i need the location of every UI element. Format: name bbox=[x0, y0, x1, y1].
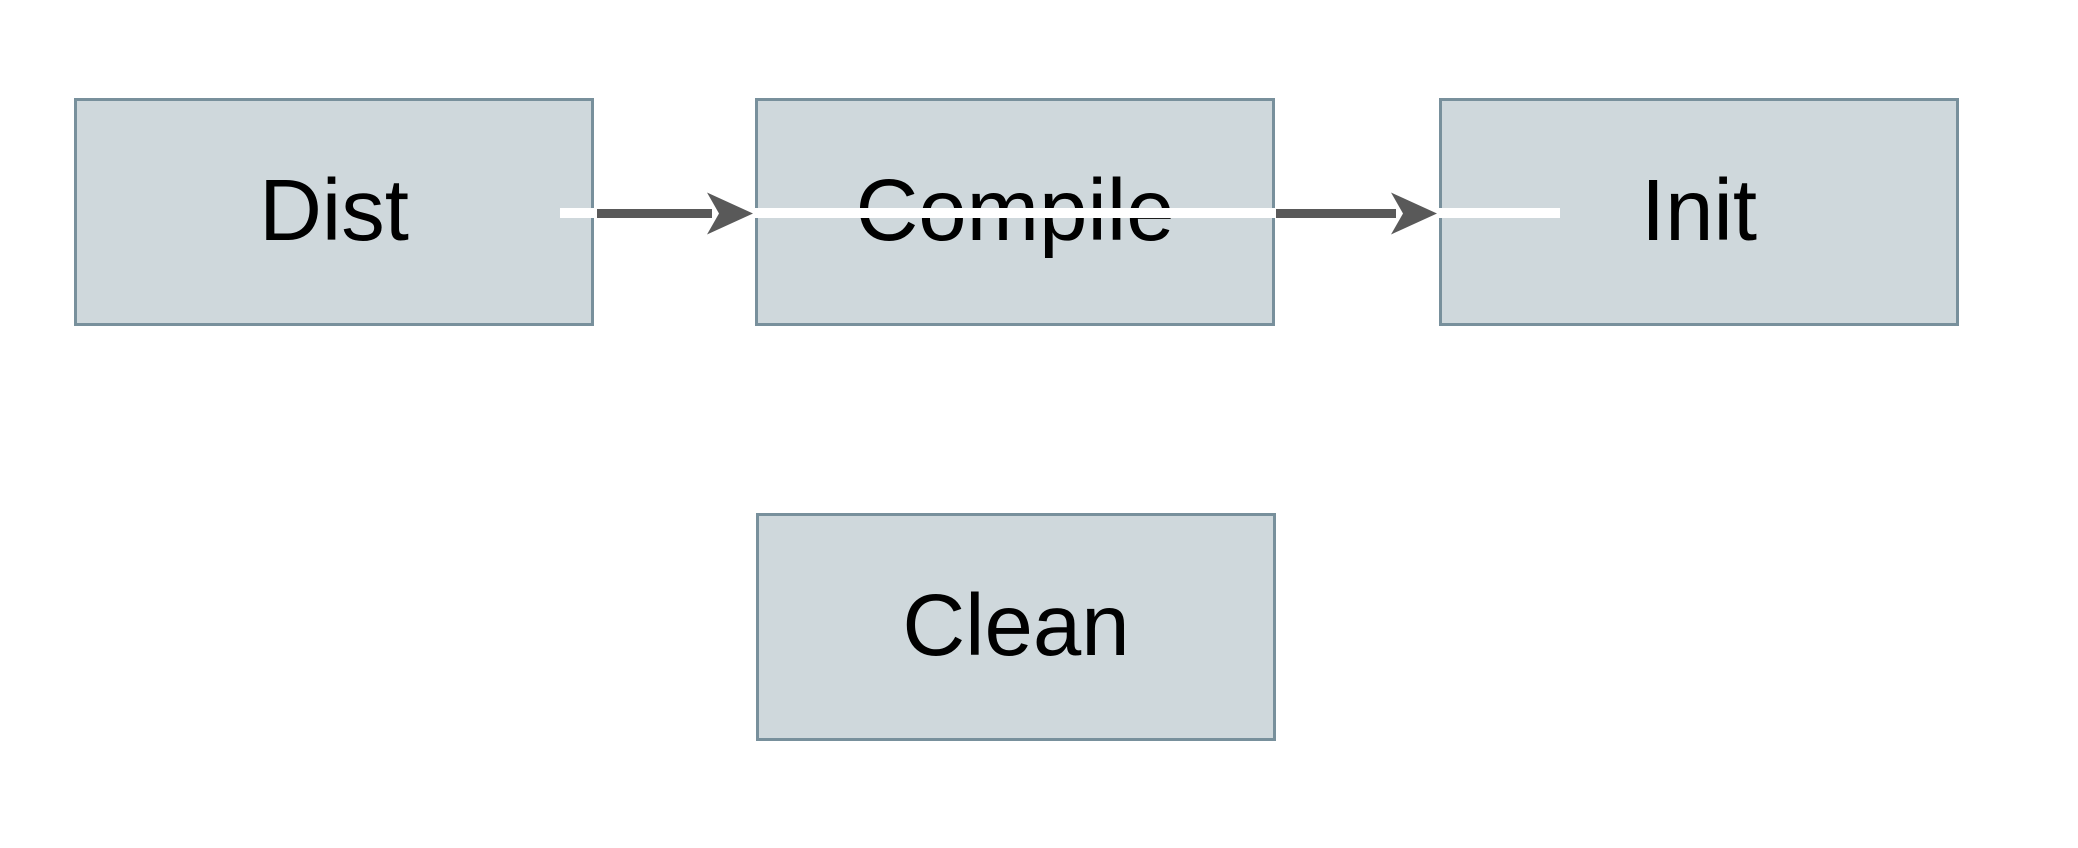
arrow-dist-to-compile-head bbox=[707, 192, 753, 235]
arrow-compile-to-init-head bbox=[1391, 192, 1437, 235]
node-dist-label: Dist bbox=[259, 161, 409, 259]
node-init[interactable]: Init bbox=[1439, 98, 1959, 326]
node-clean[interactable]: Clean bbox=[756, 513, 1276, 741]
node-init-label: Init bbox=[1640, 161, 1758, 259]
node-dist[interactable]: Dist bbox=[74, 98, 594, 326]
node-compile[interactable]: Compile bbox=[755, 98, 1275, 326]
node-clean-label: Clean bbox=[902, 576, 1130, 674]
arrow-compile-to-init bbox=[1276, 192, 1437, 235]
node-compile-label: Compile bbox=[855, 161, 1175, 259]
